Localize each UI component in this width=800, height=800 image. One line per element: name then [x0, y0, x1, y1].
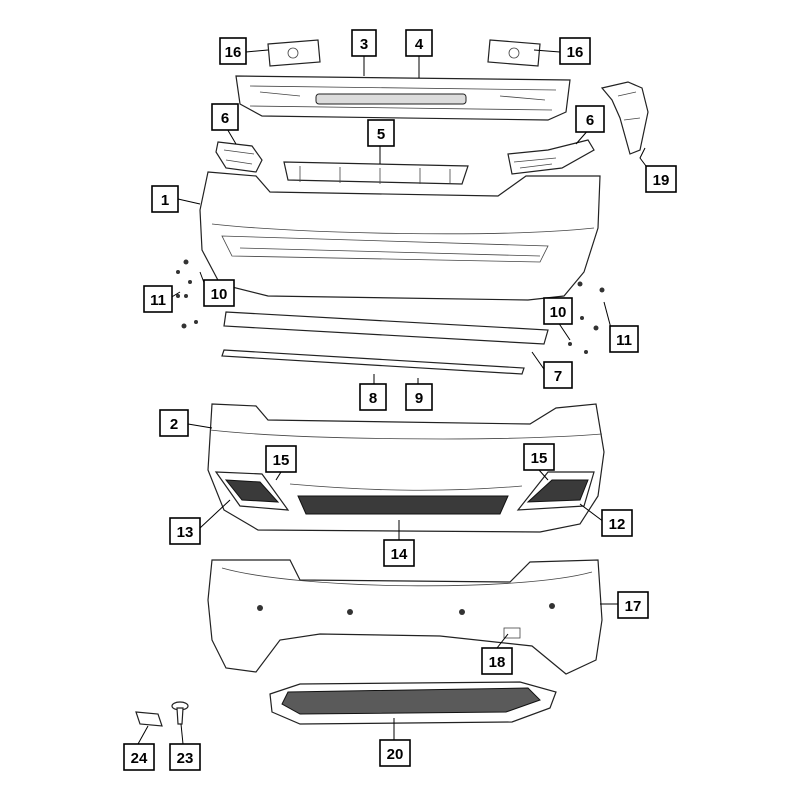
clip-24: [135, 711, 163, 727]
svg-text:5: 5: [377, 126, 385, 143]
callout-24: 24: [123, 743, 155, 771]
callout-7: 7: [543, 361, 573, 389]
svg-text:6: 6: [221, 110, 229, 127]
callout-6-left: 6: [211, 103, 239, 131]
callout-15-left: 15: [265, 445, 297, 473]
callout-11-left: 11: [143, 285, 173, 313]
fog-lamp-trim-right: [516, 471, 595, 511]
svg-text:10: 10: [211, 286, 228, 303]
callout-19: 19: [645, 165, 677, 193]
svg-text:14: 14: [391, 546, 408, 563]
callout-15-right: 15: [523, 443, 555, 471]
svg-text:10: 10: [550, 304, 567, 321]
svg-text:15: 15: [531, 450, 548, 467]
callout-16-right: 16: [559, 37, 591, 65]
svg-text:3: 3: [360, 36, 368, 53]
callout-18: 18: [481, 647, 513, 675]
chrome-strip-9: [221, 349, 525, 375]
callout-4: 4: [405, 29, 433, 57]
side-bracket-6-right: [507, 139, 595, 175]
svg-text:11: 11: [616, 332, 632, 349]
callout-11-right: 11: [609, 325, 639, 353]
reinforcement-beam: [235, 75, 571, 121]
callout-2: 2: [159, 409, 189, 437]
svg-text:19: 19: [653, 172, 670, 189]
diffuser-20: [269, 681, 557, 725]
fog-lamp-trim-left: [214, 471, 290, 511]
leader-lines: [137, 49, 647, 745]
svg-text:15: 15: [273, 452, 290, 469]
bracket-16-right: [487, 39, 541, 67]
svg-text:20: 20: [387, 746, 404, 763]
callout-5: 5: [367, 119, 395, 147]
svg-text:7: 7: [554, 368, 562, 385]
bumper-cover-17: [207, 559, 603, 675]
svg-text:9: 9: [415, 390, 423, 407]
callout-10-left: 10: [203, 279, 235, 307]
svg-text:6: 6: [586, 112, 594, 129]
callout-13: 13: [169, 517, 201, 545]
center-bracket-5: [283, 161, 469, 185]
svg-text:8: 8: [369, 390, 377, 407]
callout-1: 1: [151, 185, 179, 213]
svg-text:4: 4: [415, 36, 424, 53]
svg-text:24: 24: [131, 750, 148, 767]
callout-20: 20: [379, 739, 411, 767]
svg-text:11: 11: [150, 292, 166, 309]
svg-text:1: 1: [161, 192, 169, 209]
svg-text:18: 18: [489, 654, 506, 671]
svg-text:12: 12: [609, 516, 626, 533]
center-grille-14: [297, 495, 509, 515]
svg-text:16: 16: [567, 44, 584, 61]
valance-strip-7: [223, 311, 549, 345]
push-pin-23: [171, 701, 189, 725]
side-bracket-19: [600, 81, 649, 155]
callout-12: 12: [601, 509, 633, 537]
svg-text:17: 17: [625, 598, 642, 615]
fasteners-left: [176, 259, 198, 329]
svg-text:16: 16: [225, 44, 242, 61]
bracket-16-left: [267, 39, 321, 67]
callout-9: 9: [405, 383, 433, 411]
callout-8: 8: [359, 383, 387, 411]
callout-3: 3: [351, 29, 377, 57]
svg-text:23: 23: [177, 750, 194, 767]
side-bracket-6-left: [215, 141, 263, 173]
callout-10-right: 10: [543, 297, 573, 325]
svg-text:2: 2: [170, 416, 178, 433]
callout-23: 23: [169, 743, 201, 771]
svg-text:13: 13: [177, 524, 194, 541]
callout-14: 14: [383, 539, 415, 567]
callout-6-right: 6: [575, 105, 605, 133]
fasteners-right: [568, 281, 605, 354]
callout-17: 17: [617, 591, 649, 619]
callout-16-left: 16: [219, 37, 247, 65]
bumper-fascia-1: [199, 171, 601, 301]
